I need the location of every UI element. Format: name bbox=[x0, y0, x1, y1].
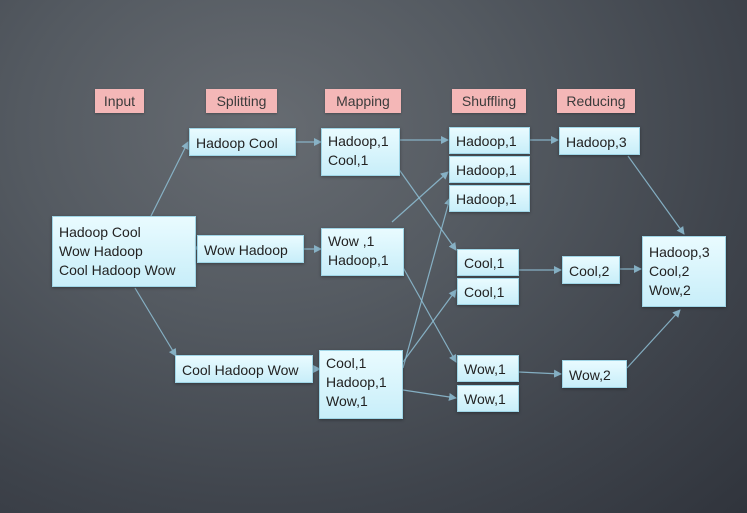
arrow-map1-cool bbox=[397, 167, 457, 251]
split-box-2: Wow Hadoop bbox=[197, 235, 304, 263]
map-box-1: Hadoop,1 Cool,1 bbox=[321, 128, 400, 176]
reduce-wow-text: Wow,2 bbox=[569, 367, 611, 383]
arrow-map3-hadoop bbox=[402, 197, 452, 369]
result-box: Hadoop,3 Cool,2 Wow,2 bbox=[642, 236, 726, 307]
shuffle-cool-1: Cool,1 bbox=[457, 249, 519, 276]
arrow-map2-hadoop bbox=[391, 171, 449, 223]
shuffle-hadoop-3: Hadoop,1 bbox=[449, 185, 530, 212]
arrow-map2-wow bbox=[399, 261, 457, 363]
shuffle-wow-1-text: Wow,1 bbox=[464, 361, 506, 377]
header-splitting: Splitting bbox=[206, 89, 277, 113]
shuffle-cool-1-text: Cool,1 bbox=[464, 255, 505, 271]
split-3-text: Cool Hadoop Wow bbox=[182, 362, 299, 378]
map-1-line-2: Cool,1 bbox=[328, 152, 369, 168]
arrow-reduce-hadoop-result bbox=[627, 155, 685, 235]
header-input: Input bbox=[95, 89, 144, 113]
map-box-3: Cool,1 Hadoop,1 Wow,1 bbox=[319, 350, 403, 419]
input-line-2: Wow Hadoop bbox=[59, 243, 143, 259]
split-box-3: Cool Hadoop Wow bbox=[175, 355, 313, 383]
arrow-reduce-wow-result bbox=[626, 309, 681, 369]
shuffle-wow-1: Wow,1 bbox=[457, 355, 519, 382]
map-3-line-1: Cool,1 bbox=[326, 355, 367, 371]
shuffle-hadoop-2-text: Hadoop,1 bbox=[456, 162, 517, 178]
reduce-cool-text: Cool,2 bbox=[569, 263, 610, 279]
shuffle-cool-2: Cool,1 bbox=[457, 278, 519, 305]
arrow-input-split1 bbox=[149, 141, 189, 219]
result-line-1: Hadoop,3 bbox=[649, 244, 710, 260]
reduce-wow: Wow,2 bbox=[562, 360, 627, 388]
result-line-3: Wow,2 bbox=[649, 282, 691, 298]
map-2-line-1: Wow ,1 bbox=[328, 233, 375, 249]
reduce-hadoop-text: Hadoop,3 bbox=[566, 134, 627, 150]
input-line-3: Cool Hadoop Wow bbox=[59, 262, 176, 278]
shuffle-wow-2-text: Wow,1 bbox=[464, 391, 506, 407]
split-box-1: Hadoop Cool bbox=[189, 128, 296, 156]
shuffle-hadoop-3-text: Hadoop,1 bbox=[456, 191, 517, 207]
split-1-text: Hadoop Cool bbox=[196, 135, 278, 151]
arrow-map3-wow bbox=[402, 389, 457, 401]
map-2-line-2: Hadoop,1 bbox=[328, 252, 389, 268]
shuffle-hadoop-1: Hadoop,1 bbox=[449, 127, 530, 154]
shuffle-wow-2: Wow,1 bbox=[457, 385, 519, 412]
map-3-line-3: Wow,1 bbox=[326, 393, 368, 409]
header-shuffling: Shuffling bbox=[452, 89, 526, 113]
split-2-text: Wow Hadoop bbox=[204, 242, 288, 258]
arrow-map3-cool bbox=[402, 289, 457, 363]
arrow-input-split3 bbox=[134, 287, 177, 357]
reduce-cool: Cool,2 bbox=[562, 256, 620, 284]
header-mapping: Mapping bbox=[325, 89, 401, 113]
result-line-2: Cool,2 bbox=[649, 263, 690, 279]
map-box-2: Wow ,1 Hadoop,1 bbox=[321, 228, 404, 276]
shuffle-hadoop-1-text: Hadoop,1 bbox=[456, 133, 517, 149]
shuffle-cool-2-text: Cool,1 bbox=[464, 284, 505, 300]
input-line-1: Hadoop Cool bbox=[59, 224, 141, 240]
arrow-shuffle-wow-reduce bbox=[518, 369, 562, 378]
input-box: Hadoop Cool Wow Hadoop Cool Hadoop Wow bbox=[52, 216, 196, 287]
shuffle-hadoop-2: Hadoop,1 bbox=[449, 156, 530, 183]
map-1-line-1: Hadoop,1 bbox=[328, 133, 389, 149]
reduce-hadoop: Hadoop,3 bbox=[559, 127, 640, 155]
map-3-line-2: Hadoop,1 bbox=[326, 374, 387, 390]
header-reducing: Reducing bbox=[557, 89, 635, 113]
